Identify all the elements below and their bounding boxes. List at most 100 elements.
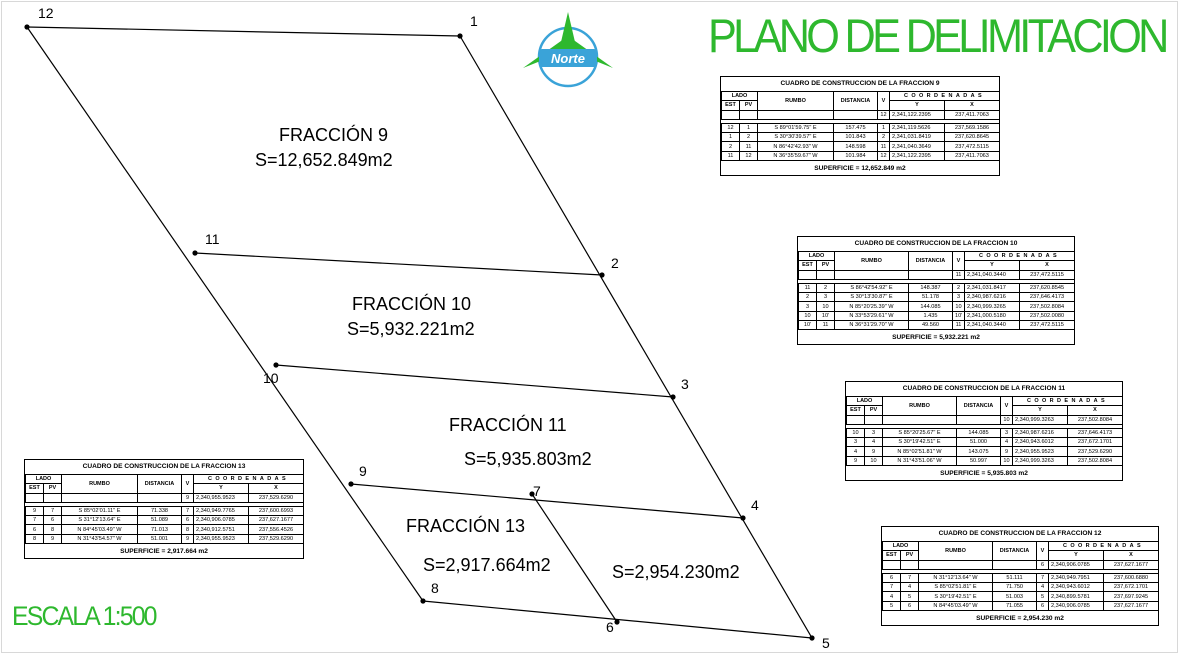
cell-x: 237,646.4173 xyxy=(1066,427,1124,439)
cell-v: 3 xyxy=(1000,427,1013,439)
cell-x: 237,620.8545 xyxy=(1018,282,1076,294)
vertex-label-10: 10 xyxy=(263,370,279,386)
cell-est: 11 xyxy=(721,150,740,162)
cell-rumbo: N 31°43'51.06" W xyxy=(882,455,957,467)
header-rumbo: RUMBO xyxy=(61,474,138,494)
cell-rumbo: N 36°35'59.67" W xyxy=(757,150,834,162)
cell-x: 237,646.4173 xyxy=(1018,292,1076,303)
cell-v: 2 xyxy=(952,282,965,294)
cell-rumbo: N 86°42'42.93" W xyxy=(757,141,834,152)
header-x: X xyxy=(247,483,305,494)
cell-pv: 7 xyxy=(43,505,62,517)
cell-x: 237,502.8084 xyxy=(1018,301,1076,312)
cell-dist: 157.475 xyxy=(833,122,878,134)
header-distancia: DISTANCIA xyxy=(833,91,878,111)
cell-y: 2,340,987.6216 xyxy=(1012,427,1068,439)
table-fraccion-11: CUADRO DE CONSTRUCCION DE LA FRACCION 11… xyxy=(845,381,1124,482)
vertex-label-12: 12 xyxy=(38,5,54,21)
line-10-3 xyxy=(275,364,674,398)
header-est: EST xyxy=(882,550,901,561)
header-v: V xyxy=(1000,396,1013,416)
vertex-label-8: 8 xyxy=(431,580,439,596)
cell-dist: 51.001 xyxy=(137,533,182,545)
cell-pv: 12 xyxy=(739,150,758,162)
header-v: V xyxy=(181,474,194,494)
header-y: Y xyxy=(1048,550,1104,561)
cell-rumbo: S 30°13'30.87" E xyxy=(834,292,909,303)
cell-rumbo: S 85°02'01.11" E xyxy=(61,505,138,517)
cell-est: 10 xyxy=(798,310,817,322)
header-pv: PV xyxy=(864,405,883,416)
cell-x: 237,529.6290 xyxy=(1066,446,1124,457)
line-12-8 xyxy=(26,26,424,602)
cell-est: 6 xyxy=(25,524,44,535)
cell-dist: 49.560 xyxy=(908,320,953,331)
header-lado: LADO xyxy=(882,540,919,552)
table-title: CUADRO DE CONSTRUCCION DE LA FRACCION 13 xyxy=(82,463,246,470)
cell-est: 3 xyxy=(798,301,817,312)
cell-dist: 144.085 xyxy=(956,427,1001,439)
cell-x: 237,502.0080 xyxy=(1018,310,1076,322)
surface-total: SUPERFICIE = 2,917.664 m2 xyxy=(120,548,208,556)
table-fraccion-9: CUADRO DE CONSTRUCCION DE LA FRACCION 9 … xyxy=(720,76,1001,177)
vertex-3 xyxy=(670,394,676,400)
header-rumbo: RUMBO xyxy=(882,396,957,416)
cell-rumbo: N 31°12'13.64" W xyxy=(918,572,993,584)
cell-pv: 11 xyxy=(739,141,758,152)
cell-est: 6 xyxy=(882,572,901,584)
cell-est: 10 xyxy=(846,427,865,439)
line-9-4 xyxy=(350,483,744,519)
cell-v: 6 xyxy=(1036,559,1049,570)
header-x: X xyxy=(1102,550,1160,561)
header-y: Y xyxy=(193,483,249,494)
cell-dist: 51.003 xyxy=(992,591,1037,602)
cell-y: 2,341,119.5626 xyxy=(889,122,945,134)
cell-x: 237,627.1677 xyxy=(1102,559,1160,570)
table-title: CUADRO DE CONSTRUCCION DE LA FRACCION 11 xyxy=(902,385,1066,392)
header-distancia: DISTANCIA xyxy=(956,396,1001,416)
north-compass: Norte xyxy=(523,12,613,88)
vertex-9 xyxy=(348,481,354,487)
header-v: V xyxy=(877,91,890,111)
vertex-11 xyxy=(192,250,198,256)
cell-x: 237,411.7063 xyxy=(943,150,1001,162)
cell-y: 2,340,955.9523 xyxy=(1012,446,1068,457)
cell-v: 10 xyxy=(1000,414,1013,425)
cell-x: 237,556.4526 xyxy=(247,524,305,535)
table-title: CUADRO DE CONSTRUCCION DE LA FRACCION 12 xyxy=(938,530,1102,537)
cell-y: 2,341,122.2395 xyxy=(889,109,945,120)
cell-v: 9 xyxy=(1000,446,1013,457)
cell-est: 11 xyxy=(798,282,817,294)
table-row-start: 9 2,340,955.9523 237,529.6290 xyxy=(25,492,305,503)
cell-pv: 3 xyxy=(816,292,835,303)
surface-total: SUPERFICIE = 5,935.803 m2 xyxy=(940,470,1028,478)
vertex-label-11: 11 xyxy=(205,231,220,247)
construction-table: LADO RUMBO DISTANCIA V COORDENADAS EST P… xyxy=(721,90,1001,162)
cell-x: 237,411.7063 xyxy=(943,109,1001,120)
cell-est: 4 xyxy=(846,446,865,457)
header-y: Y xyxy=(964,260,1020,271)
cell-pv: 7 xyxy=(900,572,919,584)
construction-table: LADO RUMBO DISTANCIA V COORDENADAS EST P… xyxy=(882,540,1160,612)
cell-pv: 6 xyxy=(43,515,62,526)
cell-dist: 144.085 xyxy=(908,301,953,312)
header-pv: PV xyxy=(900,550,919,561)
cell-v: 4 xyxy=(1036,582,1049,593)
north-label: Norte xyxy=(551,51,585,66)
vertex-label-2: 2 xyxy=(611,255,619,271)
header-est: EST xyxy=(721,100,740,111)
cell-rumbo: S 30°30'39.57" E xyxy=(757,132,834,143)
header-est: EST xyxy=(846,405,865,416)
